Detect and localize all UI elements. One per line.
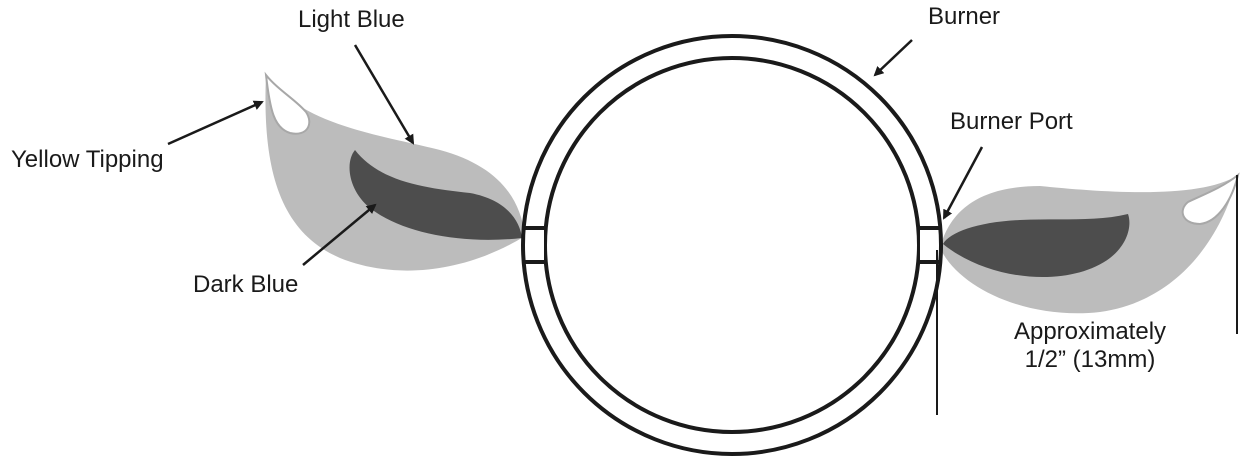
left-flame-yellow-tip	[264, 71, 311, 135]
right-flame	[940, 172, 1240, 314]
dark-blue-label: Dark Blue	[193, 271, 299, 298]
burner-port-left	[524, 226, 546, 264]
arrow-yellow-tipping	[167, 100, 264, 146]
light-blue-label: Light Blue	[298, 6, 405, 33]
burner	[521, 34, 943, 456]
burner-label: Burner	[928, 3, 1001, 30]
yellow-tipping-label: Yellow Tipping	[11, 146, 164, 173]
flame-height-label: Approximately 1/2” (13mm)	[995, 318, 1185, 374]
flame-height-label-line1: Approximately	[1013, 318, 1167, 345]
right-flame-dark-blue	[943, 214, 1130, 278]
flame-height-label-line2: 1/2” (13mm)	[1024, 346, 1156, 373]
burner-inner-ring	[543, 56, 921, 434]
left-flame-light-blue	[265, 75, 525, 271]
arrow-burner-port	[942, 146, 984, 220]
right-flame-yellow-tip	[1181, 172, 1240, 226]
burner-outer-ring	[521, 34, 943, 456]
burner-port-label: Burner Port	[950, 108, 1073, 135]
left-flame-dark-blue	[349, 150, 522, 240]
left-flame	[264, 71, 525, 271]
arrow-light-blue	[353, 44, 415, 145]
arrow-burner	[873, 39, 913, 77]
arrow-dark-blue	[302, 203, 377, 266]
